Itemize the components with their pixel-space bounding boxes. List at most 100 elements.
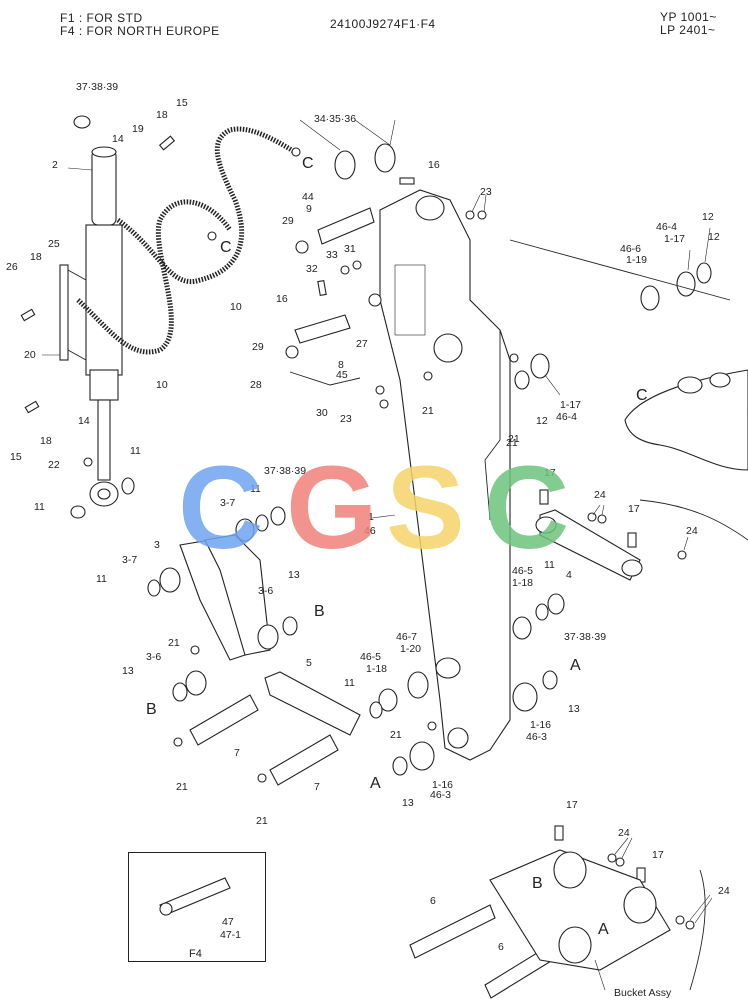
callout: 17 bbox=[544, 467, 556, 479]
callout: 34·35·36 bbox=[314, 113, 356, 125]
callout: 46-4 bbox=[556, 411, 577, 423]
callout: 3-6 bbox=[146, 651, 161, 663]
callout: 21 bbox=[506, 437, 518, 449]
callout: 21 bbox=[508, 433, 520, 445]
callout: 20 bbox=[24, 349, 36, 361]
callout: 21 bbox=[390, 729, 402, 741]
callout: 2 bbox=[52, 159, 58, 171]
callout: 33 bbox=[326, 249, 338, 261]
callout: 32 bbox=[306, 263, 318, 275]
inset-f4-box bbox=[128, 852, 266, 962]
callout: 12 bbox=[708, 231, 720, 243]
callout: 46-3 bbox=[526, 731, 547, 743]
hydraulic-hoses bbox=[76, 126, 301, 355]
bucket-link bbox=[535, 509, 643, 581]
callout: A bbox=[370, 775, 381, 792]
callout: 30 bbox=[316, 407, 328, 419]
callout: 13 bbox=[402, 797, 414, 809]
callout: 24 bbox=[594, 489, 606, 501]
callout: 3-7 bbox=[220, 497, 235, 509]
callout: 18 bbox=[156, 109, 168, 121]
callout: 13 bbox=[122, 665, 134, 677]
callout: 7 bbox=[314, 781, 320, 793]
callout: 14 bbox=[78, 415, 90, 427]
callout: 8 bbox=[338, 359, 344, 371]
callout: B bbox=[532, 875, 543, 892]
callout: 11 bbox=[96, 573, 107, 585]
fasteners bbox=[20, 135, 695, 930]
leader-lines bbox=[42, 119, 713, 924]
guide-link bbox=[179, 534, 361, 736]
callout: 1-18 bbox=[512, 577, 533, 589]
callout: 28 bbox=[250, 379, 262, 391]
serial-range: YP 1001~ LP 2401~ bbox=[660, 11, 717, 37]
drawing-number: 24100J9274F1·F4 bbox=[330, 17, 436, 31]
callout: 44 bbox=[302, 191, 314, 203]
callout: 11 bbox=[344, 677, 355, 689]
callout: 21 bbox=[256, 815, 268, 827]
callout: 17 bbox=[566, 799, 578, 811]
callout: 1-17 bbox=[560, 399, 581, 411]
callout: 6 bbox=[498, 941, 504, 953]
callout: 26 bbox=[6, 261, 18, 273]
callout: 15 bbox=[10, 451, 22, 463]
callout: 1-18 bbox=[366, 663, 387, 675]
callout: 46-3 bbox=[430, 789, 451, 801]
callout: 11 bbox=[544, 559, 555, 571]
callout: 5 bbox=[306, 657, 312, 669]
callout: 21 bbox=[176, 781, 188, 793]
callout: 37·38·39 bbox=[564, 631, 606, 643]
callout: 1 bbox=[368, 511, 374, 523]
callout: 11 bbox=[130, 445, 141, 457]
callout: 21 bbox=[168, 637, 180, 649]
callout: 23 bbox=[340, 413, 352, 425]
callout: 15 bbox=[176, 97, 188, 109]
callout: 46-5 bbox=[512, 565, 533, 577]
pins bbox=[189, 207, 557, 999]
callout: 13 bbox=[568, 703, 580, 715]
header-variant-notes: F1 : FOR STD F4 : FOR NORTH EUROPE bbox=[60, 12, 220, 38]
watermark-letter: S bbox=[386, 450, 465, 560]
callout: 19 bbox=[132, 123, 144, 135]
callout: 3-7 bbox=[122, 554, 137, 566]
callout: 16 bbox=[276, 293, 288, 305]
callout: 1-16 bbox=[432, 779, 453, 791]
callout: 46-7 bbox=[396, 631, 417, 643]
callout: 47 bbox=[222, 916, 234, 928]
callout: 1-17 bbox=[664, 233, 685, 245]
callout: A bbox=[570, 657, 581, 674]
callout: 25 bbox=[48, 238, 60, 250]
callout: B bbox=[146, 701, 157, 718]
callout: 13 bbox=[288, 569, 300, 581]
callout: 3 bbox=[154, 539, 160, 551]
bushings bbox=[70, 115, 712, 776]
callout: 1-20 bbox=[400, 643, 421, 655]
callout: 3-6 bbox=[258, 585, 273, 597]
callout: 21 bbox=[422, 405, 434, 417]
callout: 1-19 bbox=[626, 254, 647, 266]
callout: 31 bbox=[344, 243, 356, 255]
callout: 37·38·39 bbox=[264, 465, 306, 477]
cgsc-watermark: C G S C bbox=[178, 450, 569, 560]
callout: 27 bbox=[356, 338, 368, 350]
callout: 29 bbox=[282, 215, 294, 227]
callout: 17 bbox=[628, 503, 640, 515]
callout: C bbox=[220, 239, 232, 256]
callout: 24 bbox=[618, 827, 630, 839]
callout: 22 bbox=[48, 459, 60, 471]
callout: 11 bbox=[250, 483, 261, 495]
callout: 10 bbox=[230, 301, 242, 313]
callout: 4 bbox=[566, 569, 572, 581]
callout: 6 bbox=[430, 895, 436, 907]
watermark-letter: G bbox=[286, 450, 378, 560]
inset-caption: F4 bbox=[186, 948, 205, 960]
callout: 12 bbox=[702, 211, 714, 223]
watermark-letter: C bbox=[484, 450, 569, 560]
callout: 14 bbox=[112, 133, 124, 145]
callout: 18 bbox=[30, 251, 42, 263]
callout: B bbox=[314, 603, 325, 620]
callout: 17 bbox=[652, 849, 664, 861]
callout: C bbox=[636, 387, 648, 404]
callout: 46-6 bbox=[620, 243, 641, 255]
boom-tip bbox=[509, 239, 748, 541]
